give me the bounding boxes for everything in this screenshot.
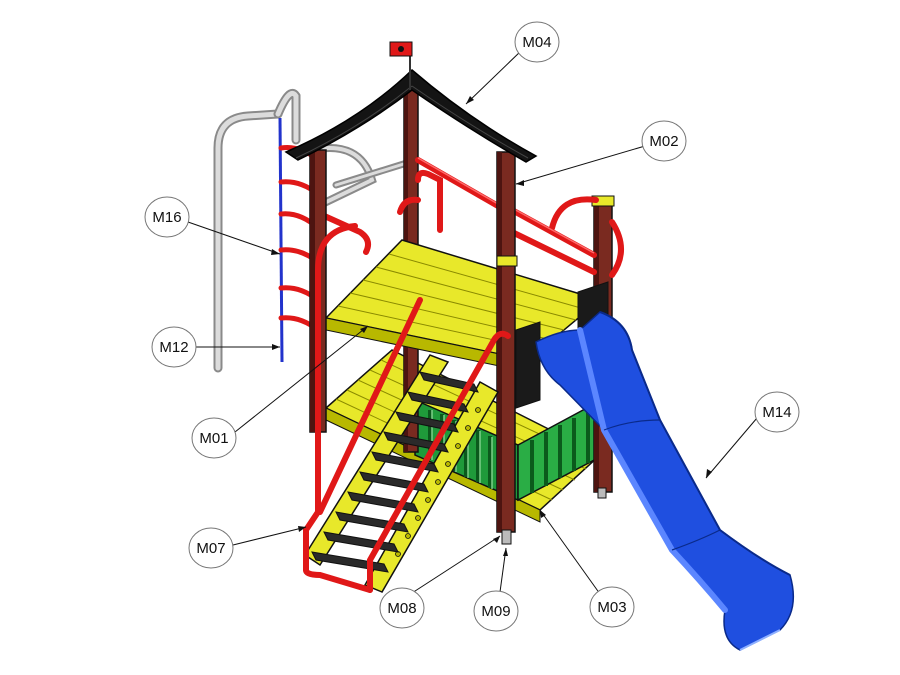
green-panel-side <box>517 400 599 502</box>
callout-leaders <box>187 49 758 595</box>
callout-label: M04 <box>522 34 551 51</box>
leader-M08 <box>411 535 501 594</box>
leader-M01 <box>234 325 369 433</box>
callout-label: M16 <box>152 209 181 226</box>
leader-M04 <box>465 49 523 105</box>
callout-M16: M16 <box>144 196 190 238</box>
leader-M14 <box>705 417 758 479</box>
callout-label: M07 <box>196 540 225 557</box>
leader-M16 <box>187 221 281 255</box>
callout-M08: M08 <box>379 587 425 629</box>
callout-label: M12 <box>159 339 188 356</box>
callout-M03: M03 <box>589 586 635 628</box>
guard-rails-highlight <box>417 157 595 254</box>
callout-M02: M02 <box>641 120 687 162</box>
callout-M04: M04 <box>514 21 560 63</box>
stair-handrails <box>303 223 511 593</box>
callout-M14: M14 <box>754 391 800 433</box>
callout-label: M01 <box>199 430 228 447</box>
callout-label: M09 <box>481 603 510 620</box>
callout-M07: M07 <box>188 527 234 569</box>
leader-M03 <box>539 509 601 595</box>
callout-M09: M09 <box>473 590 519 632</box>
callout-label: M14 <box>762 404 791 421</box>
leader-M07 <box>232 526 307 546</box>
callout-label: M08 <box>387 600 416 617</box>
callout-label: M02 <box>649 133 678 150</box>
steel-arch-pole <box>213 88 414 373</box>
callout-label: M03 <box>597 599 626 616</box>
callout-arrowheads <box>271 96 712 556</box>
callout-M12: M12 <box>151 326 197 368</box>
post-front-right <box>496 151 518 545</box>
callout-M01: M01 <box>191 417 237 459</box>
guard-rails <box>317 157 624 278</box>
slide <box>535 311 795 651</box>
flag <box>389 41 413 90</box>
leader-M02 <box>515 145 646 185</box>
